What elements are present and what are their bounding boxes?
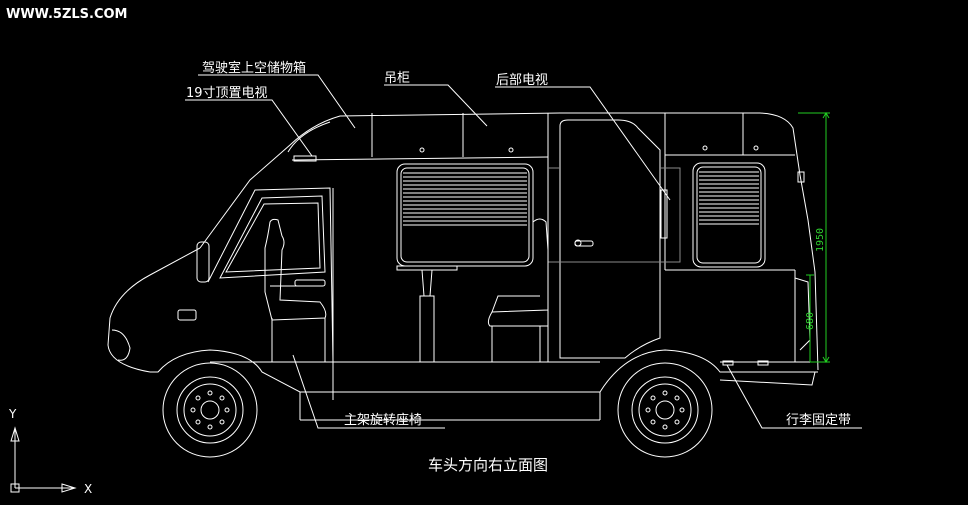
rear-panel — [665, 171, 811, 362]
watermark: WWW.5ZLS.COM — [6, 7, 127, 22]
cab-door — [196, 187, 334, 400]
drawing-title: 车头方向右立面图 — [428, 456, 548, 474]
front-wheel — [162, 362, 258, 458]
wheel-bolt — [650, 395, 656, 401]
wheel-bolt — [662, 390, 668, 396]
ucs-axis-icon — [10, 426, 77, 493]
rear-seat — [487, 218, 549, 363]
wheel-bolt — [650, 419, 656, 425]
wheel-bolt — [224, 407, 230, 413]
table — [396, 265, 458, 363]
label-rear-tv: 后部电视 — [496, 73, 548, 88]
label-roof-tv: 19寸顶置电视 — [186, 86, 268, 101]
wheel-bolt — [219, 419, 225, 425]
rear-wheel — [617, 362, 713, 458]
label-swivel-seat: 主架旋转座椅 — [344, 413, 422, 428]
wheel-bolt — [662, 424, 668, 430]
wheel-bolt — [207, 390, 213, 396]
dimension-1950: 1950 — [815, 228, 826, 252]
label-hanging-cabinet: 吊柜 — [384, 71, 410, 86]
dimension-680: 680 — [805, 312, 816, 330]
leader-lines — [185, 74, 862, 429]
side-window-right — [692, 162, 766, 268]
wheel-bolt — [674, 419, 680, 425]
axis-x-label: X — [84, 482, 92, 496]
label-luggage-strap: 行李固定带 — [786, 413, 851, 428]
label-cab-storage: 驾驶室上空储物箱 — [202, 60, 306, 76]
wheel-bolt — [195, 419, 201, 425]
wheel-bolt — [207, 424, 213, 430]
wheel-bolt — [195, 395, 201, 401]
axis-y-label: Y — [8, 407, 17, 421]
driver-seat — [264, 218, 327, 363]
wheel-bolt — [645, 407, 651, 413]
wheel-bolt — [190, 407, 196, 413]
wheel-bolt — [679, 407, 685, 413]
upper-cabinets — [291, 113, 795, 362]
wheel-bolt — [674, 395, 680, 401]
dimension-lines — [798, 112, 830, 363]
wheel-bolt — [219, 395, 225, 401]
sliding-door — [548, 119, 681, 359]
side-window-left — [396, 163, 534, 267]
